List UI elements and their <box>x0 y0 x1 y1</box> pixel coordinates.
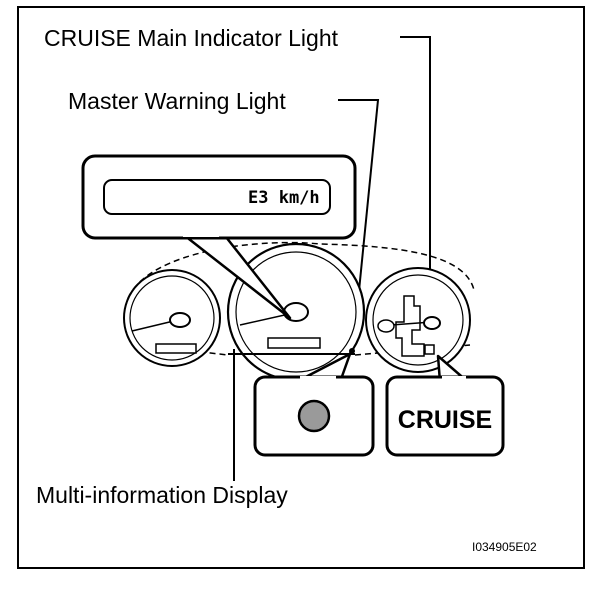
cruise-indicator-lamp <box>424 344 435 355</box>
cruise-lamp-callout: CRUISE <box>385 354 505 457</box>
figure-frame <box>17 6 585 569</box>
master-warning-lamp <box>297 399 331 433</box>
display-callout: E3 km/h <box>81 154 357 320</box>
cruise-indicator-label: CRUISE Main Indicator Light <box>44 25 339 51</box>
master-warning-leader <box>338 99 380 352</box>
left-gauge <box>123 269 221 367</box>
cruise-indicator-leader <box>400 36 431 347</box>
center-gauge-needle-hub <box>283 302 309 322</box>
cruise-lamp-text: CRUISE <box>398 406 492 434</box>
master-warning-label: Master Warning Light <box>68 88 286 114</box>
display-screen <box>103 179 331 215</box>
right-gauge-indicator-block <box>395 295 425 357</box>
cluster-housing-outline <box>127 241 475 299</box>
master-warning-dot <box>349 348 355 354</box>
master-warning-callout <box>253 352 375 457</box>
figure-code: I034905E02 <box>472 540 537 554</box>
right-gauge <box>365 267 471 373</box>
multi-info-display-panel <box>267 337 321 349</box>
right-gauge-needle-hub <box>423 316 441 330</box>
display-reading: E3 km/h <box>248 188 320 208</box>
left-gauge-needle-hub <box>169 312 191 328</box>
multi-info-display-label: Multi-information Display <box>36 482 288 508</box>
